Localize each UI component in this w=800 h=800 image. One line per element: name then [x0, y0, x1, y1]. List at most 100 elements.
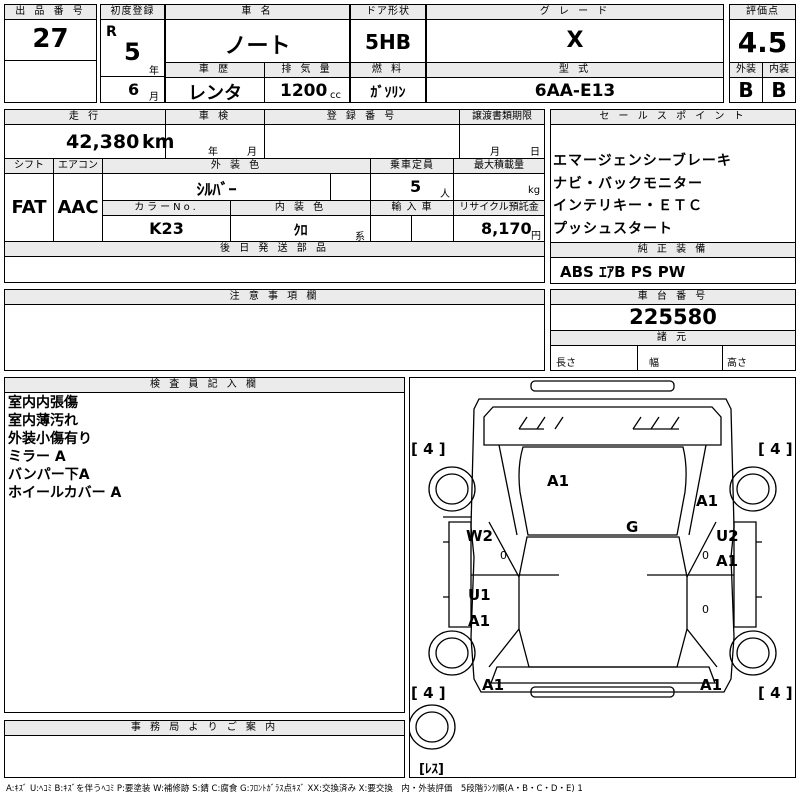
- door-label: ドア形状: [350, 4, 426, 20]
- month-unit: 月: [149, 92, 159, 103]
- mark-roof: A1: [547, 472, 570, 490]
- spare-tire: [ﾚｽ]: [419, 762, 444, 777]
- max-load-unit: kg: [528, 185, 541, 196]
- int-color-label: 内 装 色: [230, 200, 371, 216]
- inspector-notes: 室内内張傷 室内薄汚れ 外装小傷有り ミラー A バンパー下A ホイールカバー …: [8, 394, 121, 502]
- interior-grade: B: [771, 78, 787, 102]
- grade: X: [566, 28, 584, 53]
- mark-left-front-door-sub: 0: [500, 549, 507, 562]
- sales-points-list: エマージェンシーブレーキ ナビ・バックモニター インテリキー・ＥＴＣ プッシュス…: [553, 150, 732, 240]
- displacement-unit: cc: [330, 90, 341, 101]
- mark-left-front-door: W2: [466, 527, 493, 545]
- recycle-label: リサイクル預託金: [453, 200, 545, 216]
- ext-color: ｼﾙﾊﾞｰ: [196, 180, 237, 199]
- door-type: 5HB: [365, 30, 411, 54]
- fuel-label: 燃 料: [350, 62, 426, 78]
- mileage: 42,380: [66, 131, 140, 153]
- mark-left-rear-door: U1: [468, 586, 491, 604]
- interior-box: [762, 77, 796, 103]
- spec-label: 諸 元: [550, 330, 796, 346]
- mark-front-right: A1: [696, 492, 719, 510]
- transfer-month-unit: 月: [490, 147, 500, 158]
- tire-rear-right: [ 4 ]: [758, 684, 793, 702]
- tire-front-right: [ 4 ]: [758, 440, 793, 458]
- mark-glass: G: [626, 518, 639, 536]
- int-color-unit: 系: [355, 232, 365, 243]
- inspector-note: ホイールカバー A: [8, 485, 122, 501]
- exterior-label: 外装: [729, 62, 763, 78]
- equipment-label: 純 正 装 備: [550, 242, 796, 258]
- sales-point: インテリキー・ＥＴＣ: [553, 198, 703, 214]
- spec-height-box: [722, 345, 796, 371]
- inspection-month-unit: 月: [247, 147, 257, 158]
- first-reg-month: 6: [128, 80, 140, 99]
- car-diagram: [409, 380, 777, 750]
- width-label: 幅: [649, 358, 659, 369]
- notes-box: [4, 304, 545, 371]
- model-code: 6AA-E13: [534, 81, 616, 101]
- mileage-unit: km: [142, 131, 175, 153]
- color-no-label: カラーNo.: [102, 200, 231, 216]
- history: レンタ: [188, 83, 242, 104]
- transfer-label: 譲渡書類期限: [459, 109, 545, 125]
- year-unit: 年: [149, 66, 159, 77]
- recycle-unit: 円: [531, 231, 541, 242]
- displacement-box: [264, 77, 350, 103]
- inspection-label: 車 検: [165, 109, 265, 125]
- color-no: K23: [149, 219, 184, 238]
- inspector-note: ミラー A: [8, 449, 66, 465]
- chassis-label: 車 台 番 号: [550, 289, 796, 305]
- tire-rear-left: [ 4 ]: [411, 684, 446, 702]
- shift: FAT: [11, 197, 47, 218]
- reg-no-label: 登 録 番 号: [264, 109, 460, 125]
- import-box-2: [411, 215, 454, 242]
- legend: A:ｷｽﾞ U:ﾍｺﾐ B:ｷｽﾞを伴うﾍｺﾐ P:要塗装 W:補修跡 S:錆 …: [6, 784, 583, 794]
- inspection-year-unit: 年: [208, 147, 218, 158]
- inspector-label: 検 査 員 記 入 欄: [4, 377, 405, 393]
- office-box: [4, 735, 405, 778]
- score-label: 評価点: [729, 4, 796, 20]
- ext-color-box-2: [330, 173, 371, 201]
- chassis-number: 225580: [629, 305, 717, 329]
- sales-point: プッシュスタート: [553, 220, 673, 237]
- mark-rear-right: A1: [700, 676, 723, 694]
- sales-point: ナビ・バックモニター: [553, 175, 703, 192]
- inspector-box: [4, 392, 405, 713]
- mark-right-front-door: U2: [716, 527, 739, 545]
- capacity-unit: 人: [440, 189, 450, 200]
- first-reg-month-row: [100, 76, 165, 103]
- inspector-note: 室内内張傷: [8, 395, 78, 411]
- displacement: 1200: [280, 81, 328, 101]
- mileage-label: 走 行: [4, 109, 166, 125]
- mark-right-rear-door-sub: 0: [702, 603, 709, 616]
- fuel-box: [350, 77, 426, 103]
- import-box: [370, 215, 412, 242]
- notes-label: 注 意 事 項 欄: [4, 289, 545, 305]
- capacity-label: 乗車定員: [370, 158, 454, 174]
- lot-number: 27: [32, 24, 69, 54]
- history-label: 車 歴: [165, 62, 265, 78]
- mark-rear-left: A1: [482, 676, 505, 694]
- height-label: 高さ: [727, 358, 747, 369]
- interior-label: 内装: [762, 62, 796, 78]
- era: R: [106, 24, 117, 40]
- inspector-note: バンパー下A: [8, 467, 90, 483]
- lot-number-lower: [4, 60, 97, 103]
- first-reg-year: 5: [124, 38, 141, 66]
- grade-label: グ レ ー ド: [426, 4, 724, 20]
- inspector-note: 室内薄汚れ: [8, 413, 78, 429]
- equipment-box: [550, 257, 796, 284]
- car-name: ノート: [224, 34, 291, 59]
- sales-points-label: セ ー ル ス ポ イ ン ト: [550, 109, 796, 125]
- model-code-box: [426, 77, 724, 103]
- model-code-label: 型 式: [426, 62, 724, 78]
- ac: AAC: [57, 197, 99, 218]
- inspector-note: 外装小傷有り: [8, 431, 92, 447]
- int-color: ｸﾛ: [293, 223, 308, 239]
- office-label: 事 務 局 よ り ご 案 内: [4, 720, 405, 736]
- ac-label: エアコン: [53, 158, 103, 174]
- transfer-day-unit: 日: [530, 147, 540, 158]
- fuel: ｶﾞｿﾘﾝ: [370, 85, 406, 101]
- mark-right-front-door-sub: 0: [702, 549, 709, 562]
- mark-left-rear-door-2: A1: [468, 612, 491, 630]
